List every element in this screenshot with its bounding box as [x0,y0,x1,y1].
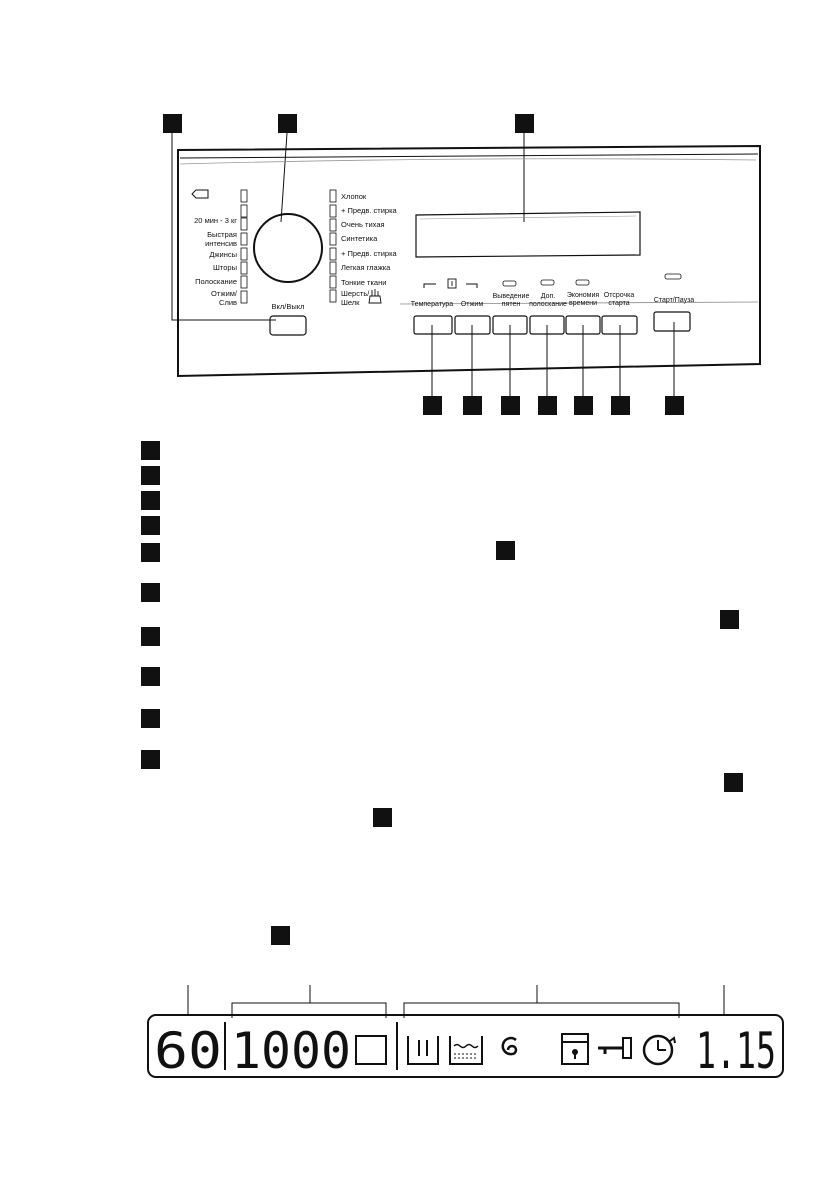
program-right-2: Очень тихая [341,220,385,229]
marker-1 [163,114,182,133]
lcd-prewash-icon [407,1036,439,1065]
led-stain [502,280,517,287]
marker-7 [538,396,557,415]
program-right-4: + Предв. стирка [341,249,398,258]
inline-marker-e [271,926,290,945]
led-start [664,273,682,280]
lcd-door-lock-icon [561,1033,589,1065]
panel-outline [177,144,761,378]
drain-icon [191,189,209,199]
inline-marker-c [724,773,743,792]
program-left-4: Шторы [213,263,237,272]
lcd-spiral-icon [501,1036,518,1056]
marker-3 [515,114,534,133]
onoff-label: Вкл/Выкл [272,302,305,311]
program-right-3: Синтетика [341,234,378,243]
legend-markers [141,441,160,769]
marker-4 [423,396,442,415]
led-timesave [575,279,590,286]
lcd-child-lock-key-icon [598,1037,632,1059]
onoff-button[interactable] [269,315,307,336]
marker-5 [463,396,482,415]
inline-marker-d [373,808,392,827]
inline-marker-b [720,610,739,629]
start-pause-button[interactable] [653,311,691,332]
lcd-delay-timer-icon [642,1034,676,1066]
marker-9 [611,396,630,415]
program-left-1: 20 мин - 3 кг [194,216,237,225]
display-window [415,211,641,258]
marker-8 [574,396,593,415]
lcd-stain-icon [449,1036,483,1065]
marker-2 [278,114,297,133]
lcd-no-spin-icon [355,1035,387,1065]
left-program-leds [240,189,248,304]
temperature-button[interactable] [413,315,453,335]
program-right-6: Тонкие ткани [341,278,386,287]
lcd-time: 1.15 [696,1022,776,1080]
program-right-1: + Предв. стирка [341,206,398,215]
led-rinse [540,279,555,286]
marker-10 [665,396,684,415]
lcd-temperature: 60 [154,1022,222,1080]
button-label-spin: Отжим [461,301,483,308]
thermometer-icon [447,278,457,289]
leader-2 [280,132,288,223]
program-right-5: Легкая глажка [341,263,391,272]
button-label-start: Старт/Пауза [654,297,695,304]
button-label-rinse: Доп.полоскание [529,293,567,308]
button-label-temperature: Температура [411,301,454,308]
right-program-leds [329,189,337,303]
leader-1 [171,133,276,321]
program-left-3: Джинсы [209,250,237,259]
program-right-7: Шерсть/Шелк [341,289,370,307]
lcd-display-detail [147,1014,784,1078]
program-left-6: Отжим/Слив [211,289,238,307]
marker-6 [501,396,520,415]
inline-marker-a [496,541,515,560]
program-right-0: Хлопок [341,192,367,201]
program-left-5: Полоскание [195,277,237,286]
program-dial[interactable] [253,213,323,283]
handwash-icon [368,289,382,304]
lcd-spin: 1000 [231,1022,351,1080]
